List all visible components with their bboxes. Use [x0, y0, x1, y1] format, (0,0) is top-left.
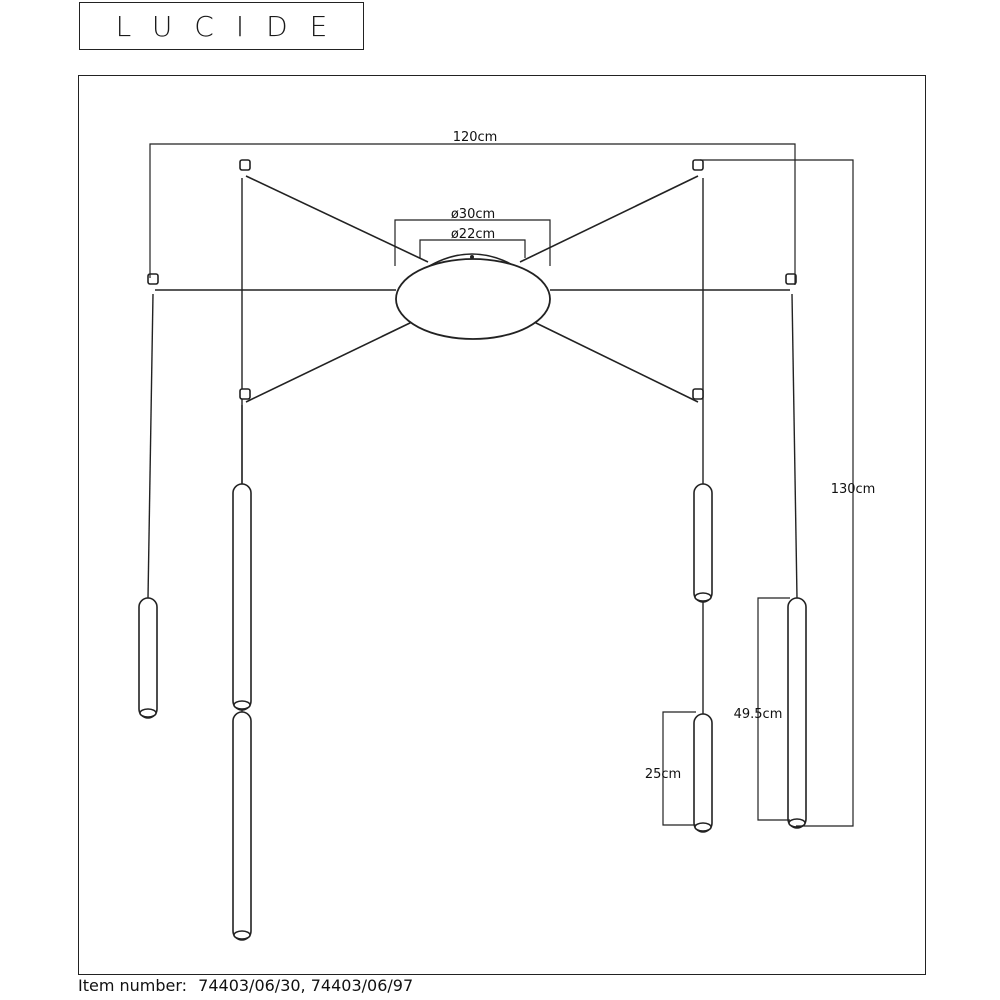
- dim-width-label: 120cm: [453, 130, 498, 145]
- dim-width-line: [149, 143, 796, 285]
- holder-bottom-right: [692, 388, 704, 400]
- pendant-tubes: [138, 483, 807, 941]
- arm-lower-right: [533, 321, 699, 403]
- tube-right-upper-end: [694, 592, 712, 602]
- cable-1: [147, 293, 154, 599]
- brand-logo-text: LUCIDE: [115, 10, 350, 43]
- tube-left-short-end: [139, 708, 157, 718]
- tube-left-lower-end: [233, 930, 251, 940]
- pendant-cables: [147, 178, 798, 714]
- item-number-values: 74403/06/30, 74403/06/97: [198, 976, 414, 995]
- holder-bottom-left: [239, 388, 251, 400]
- dim-canopy-inner-line: [419, 239, 526, 258]
- dim-short-tube-line: [662, 711, 696, 826]
- tube-right-lower: [693, 713, 713, 833]
- tube-left-lower: [232, 711, 252, 941]
- tube-left-upper: [232, 483, 252, 711]
- dim-long-tube-line: [757, 597, 790, 821]
- drawing-frame: [78, 75, 926, 975]
- canopy-disc: [395, 258, 551, 340]
- holder-top-right: [692, 159, 704, 171]
- arm-upper-left: [245, 175, 429, 263]
- suspension-arms: [155, 175, 790, 403]
- holder-right: [785, 273, 797, 285]
- dim-canopy-inner-label: ø22cm: [451, 227, 495, 242]
- holder-top-left: [239, 159, 251, 171]
- tube-right-long: [787, 597, 807, 829]
- tube-right-long-end: [788, 818, 806, 828]
- item-number-line: Item number: 74403/06/30, 74403/06/97: [78, 976, 419, 995]
- cable-7: [791, 293, 798, 599]
- dim-long-tube-label: 49.5cm: [734, 707, 783, 722]
- tube-left-upper-end: [233, 700, 251, 710]
- tube-left-short: [138, 597, 158, 719]
- arm-upper-right: [519, 175, 699, 263]
- tube-right-lower-end: [694, 822, 712, 832]
- arm-lower-left: [245, 321, 413, 403]
- dim-canopy-outer-line: [394, 219, 551, 266]
- cable-holders: [147, 159, 797, 400]
- item-number-label: Item number:: [78, 976, 188, 995]
- canopy-screw: [470, 255, 474, 259]
- brand-logo: LUCIDE: [79, 2, 364, 50]
- dim-height-line: [700, 159, 854, 827]
- ceiling-canopy: [395, 253, 551, 340]
- dimension-lines: [149, 143, 854, 827]
- dim-canopy-outer-label: ø30cm: [451, 207, 495, 222]
- tube-right-upper: [693, 483, 713, 603]
- dim-short-tube-label: 25cm: [645, 767, 681, 782]
- dim-height-label: 130cm: [831, 482, 876, 497]
